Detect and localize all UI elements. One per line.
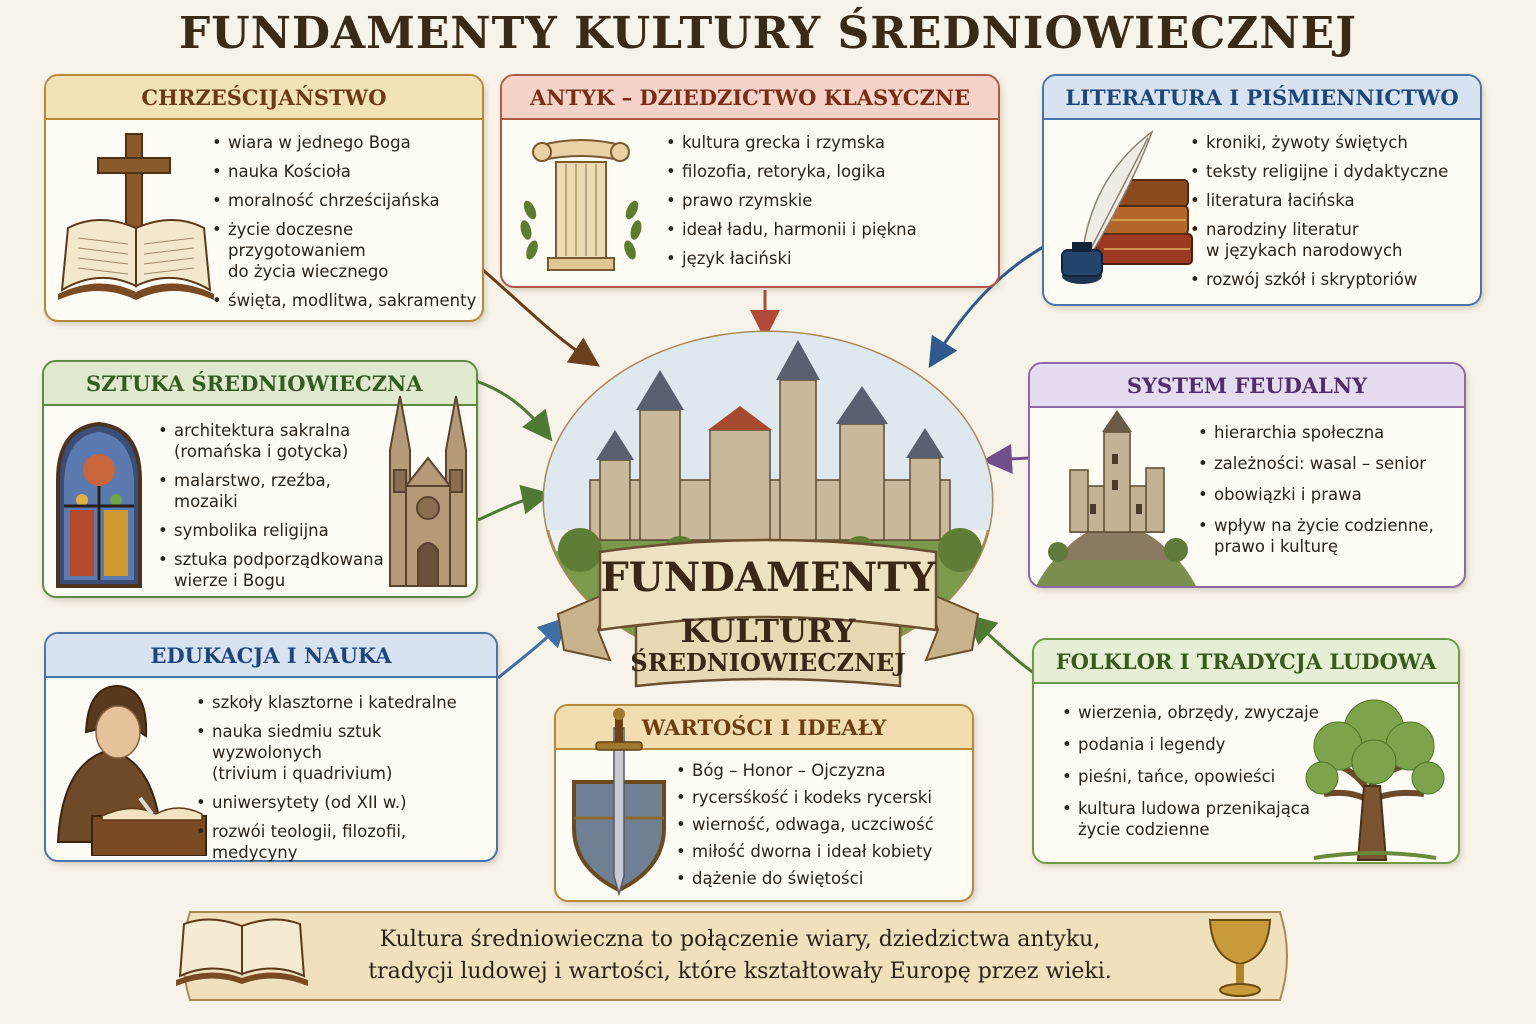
card-art: SZTUKA ŚREDNIOWIECZNA architektura sakra… xyxy=(42,360,478,598)
list-item: zależności: wasal – senior xyxy=(1198,453,1464,474)
banner-line-3: ŚREDNIOWIECZNEJ xyxy=(630,648,906,677)
list-item: pieśni, tańce, opowieści xyxy=(1062,766,1332,787)
laurel-icon xyxy=(520,200,642,260)
list-item: filozofia, retoryka, logika xyxy=(666,161,996,182)
card-title: ANTYK – DZIEDZICTWO KLASYCZNE xyxy=(502,76,998,120)
stained-glass-window xyxy=(56,421,142,588)
card-literature: LITERATURA I PIŚMIENNICTWO kroniki, żywo… xyxy=(1042,74,1482,306)
list-item: Bóg – Honor – Ojczyzna xyxy=(676,760,972,781)
cross-icon xyxy=(97,133,171,235)
sword-icon xyxy=(595,708,643,897)
open-book-icon xyxy=(176,918,308,986)
card-title: SYSTEM FEUDALNY xyxy=(1030,364,1464,408)
column-illustration xyxy=(520,139,642,271)
list-item: narodziny literatur w językach narodowyc… xyxy=(1190,219,1480,261)
arrow-feudal xyxy=(982,443,1029,474)
list-item: uniwersytety (od XII w.) xyxy=(196,792,496,813)
list-item: wierność, odwaga, uczciwość xyxy=(676,814,972,835)
card-antiquity: ANTYK – DZIEDZICTWO KLASYCZNE kultura gr… xyxy=(500,74,1000,288)
list-item: wpływ na życie codzienne, prawo i kultur… xyxy=(1198,515,1464,557)
list-item: architektura sakralna (romańska i gotyck… xyxy=(158,420,388,462)
list-item: symbolika religijna xyxy=(158,520,388,541)
list-item: moralność chrześcijańska xyxy=(212,190,480,211)
list-item: język łaciński xyxy=(666,248,996,269)
list-item: święta, modlitwa, sakramenty xyxy=(212,290,480,311)
card-title: CHRZEŚCIJAŃSTWO xyxy=(46,76,482,120)
tree-icon xyxy=(1305,699,1445,861)
list-item: dążenie do świętości xyxy=(676,868,972,889)
list-item: malarstwo, rzeźba, mozaiki xyxy=(158,470,388,512)
list-item: rozwój szkół i skryptoriów xyxy=(1190,269,1480,290)
card-feudal: SYSTEM FEUDALNY hierarchia społeczna zal… xyxy=(1028,362,1466,588)
arrow-art-bottom xyxy=(477,484,552,522)
open-book-icon xyxy=(58,219,214,300)
list-item: rozwói teologii, filozofii, medycyny xyxy=(196,821,496,863)
card-title: FOLKLOR I TRADYCJA LUDOWA xyxy=(1034,640,1458,684)
center-emblem: FUNDAMENTY KULTURY ŚREDNIOWIECZNEJ xyxy=(540,330,996,700)
castle-vignette xyxy=(542,330,994,688)
tree-illustration xyxy=(1305,699,1445,861)
ionic-column-icon xyxy=(532,139,630,271)
list-item: obowiązki i prawa xyxy=(1198,484,1464,505)
list-item: ideał ładu, harmonii i piękna xyxy=(666,219,996,240)
list-item: miłość dworna i ideał kobiety xyxy=(676,841,972,862)
banner-line-1: FUNDAMENTY xyxy=(600,554,936,601)
cathedral-illustration xyxy=(389,395,467,587)
list-item: kroniki, żywoty świętych xyxy=(1190,132,1480,153)
list-item: nauka siedmiu sztuk wyzwolonych (trivium… xyxy=(196,721,496,784)
card-title: EDUKACJA I NAUKA xyxy=(46,634,496,678)
arrow-literature xyxy=(928,240,1053,369)
list-item: prawo rzymskie xyxy=(666,190,996,211)
list-item: wiara w jednego Boga xyxy=(212,132,480,153)
scroll-background xyxy=(176,911,1288,1001)
card-title: WARTOŚCI I IDEAŁY xyxy=(556,706,972,750)
castle-icon xyxy=(589,379,951,541)
card-christianity: CHRZEŚCIJAŃSTWO wiara w jednego Boga nau… xyxy=(44,74,484,322)
quill-books-illustration xyxy=(1061,129,1193,284)
summary-text: Kultura średniowieczna to połączenie wia… xyxy=(368,927,1112,984)
list-item: nauka Kościoła xyxy=(212,161,480,182)
gothic-cathedral-icon xyxy=(389,395,467,587)
castle-hill-illustration xyxy=(1036,410,1196,586)
banner-ribbon xyxy=(556,538,980,688)
page-title: FUNDAMENTY KULTURY ŚREDNIOWIECZNEJ xyxy=(179,8,1357,59)
card-title: LITERATURA I PIŚMIENNICTWO xyxy=(1044,76,1480,120)
list-item: wierzenia, obrzędy, zwyczaje xyxy=(1062,702,1332,723)
castle-on-hill-icon xyxy=(1036,410,1196,586)
banner-line-2: KULTURY xyxy=(680,612,856,650)
arrow-education xyxy=(497,616,569,680)
card-title: SZTUKA ŚREDNIOWIECZNA xyxy=(44,362,476,406)
arrow-folklore xyxy=(966,613,1039,678)
card-education: EDUKACJA I NAUKA szkoły klasztorne i kat… xyxy=(44,632,498,862)
inkwell-icon xyxy=(1061,242,1103,284)
footer-scroll: Kultura średniowieczna to połączenie wia… xyxy=(170,906,1300,1006)
monk-illustration xyxy=(56,684,207,856)
monk-scribe-icon xyxy=(56,684,207,856)
list-item: literatura łacińska xyxy=(1190,190,1480,211)
list-item: szkoły klasztorne i katedralne xyxy=(196,692,496,713)
list-item: podania i legendy xyxy=(1062,734,1332,755)
sword-shield-illustration xyxy=(572,708,666,897)
list-item: kultura grecka i rzymska xyxy=(666,132,996,153)
card-folklore: FOLKLOR I TRADYCJA LUDOWA wierzenia, obr… xyxy=(1032,638,1460,864)
card-values: WARTOŚCI I IDEAŁY Bóg – Honor – Ojczyzna… xyxy=(554,704,974,902)
cross-book-illustration xyxy=(58,133,214,300)
list-item: życie doczesne przygotowaniem do życia w… xyxy=(212,219,480,282)
stained-glass-icon xyxy=(56,421,142,588)
list-item: teksty religijne i dydaktyczne xyxy=(1190,161,1480,182)
list-item: kultura ludowa przenikająca życie codzie… xyxy=(1062,798,1332,840)
chalice-icon xyxy=(1208,919,1272,997)
list-item: sztuka podporządkowana wierze i Bogu xyxy=(158,549,388,591)
list-item: rycersśkość i kodeks rycerski xyxy=(676,787,972,808)
list-item: hierarchia społeczna xyxy=(1198,422,1464,443)
quill-icon xyxy=(1081,129,1154,259)
